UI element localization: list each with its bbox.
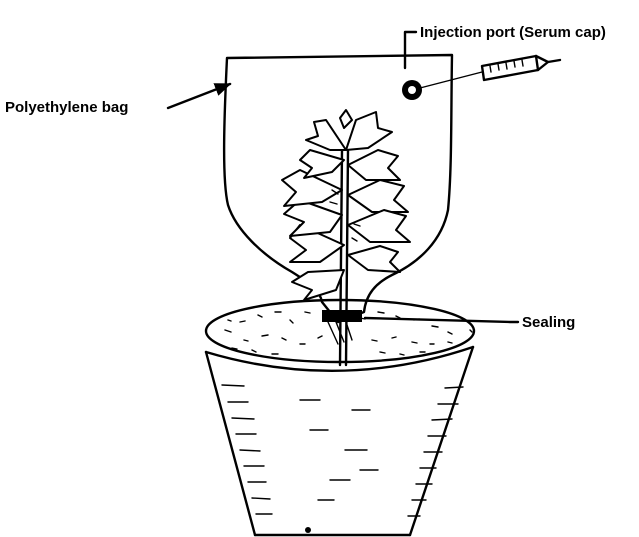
leaf: [300, 150, 344, 178]
sealing-leader: [365, 318, 518, 322]
injection-port-leader: [405, 32, 416, 68]
pot-shading: [222, 385, 463, 516]
leaf: [346, 112, 392, 150]
plant: [282, 110, 410, 365]
bag-leader-arrow: [168, 84, 230, 108]
leaf: [348, 180, 408, 212]
pot-drain-hole: [305, 527, 311, 533]
bag-label: Polyethylene bag: [5, 99, 128, 116]
leaf: [340, 110, 352, 128]
sealing-band: [322, 310, 362, 322]
leaf: [348, 150, 400, 180]
leaf: [348, 210, 410, 242]
leaf: [348, 246, 400, 272]
syringe: [420, 56, 560, 88]
injection-port-label: Injection port (Serum cap): [420, 24, 606, 41]
leaf: [306, 120, 346, 150]
leaf: [292, 270, 344, 300]
sealing-label: Sealing: [522, 314, 575, 331]
injection-port: [402, 80, 422, 100]
